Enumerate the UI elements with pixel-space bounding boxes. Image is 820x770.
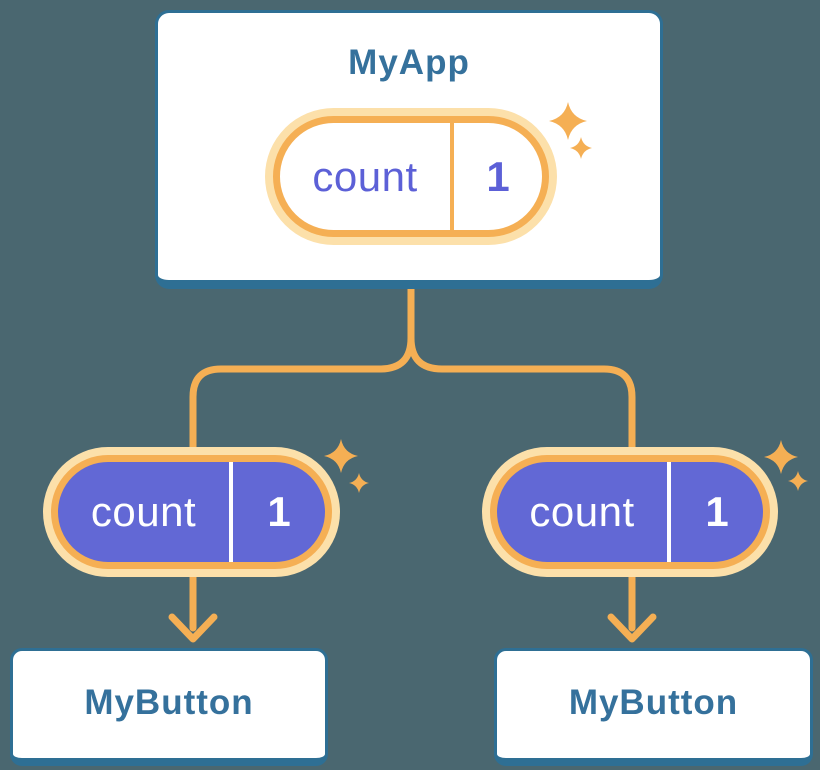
sparkle-icon <box>324 439 358 473</box>
component-title: MyApp <box>348 43 470 82</box>
state-value: 1 <box>667 462 763 562</box>
arrow-right-head <box>607 613 657 643</box>
connector-stem-left-branch <box>189 281 415 464</box>
state-pill-child-right: count 1 <box>482 447 778 577</box>
state-pill-body: count 1 <box>490 455 770 569</box>
state-pill-child-left: count 1 <box>43 447 340 577</box>
state-name: count <box>529 488 635 535</box>
connector-right-branch <box>407 334 636 464</box>
component-card-child-left: MyButton <box>10 648 328 766</box>
component-card-child-right: MyButton <box>494 648 813 766</box>
state-name: count <box>312 152 418 200</box>
state-value: 1 <box>450 123 542 230</box>
arrow-left-head <box>168 613 218 643</box>
component-title: MyButton <box>568 683 739 722</box>
state-pill-root: count 1 <box>265 108 557 245</box>
component-title: MyButton <box>84 683 254 722</box>
sparkle-icon <box>349 473 369 493</box>
state-pill-body: count 1 <box>273 116 549 237</box>
sparkle-icon <box>764 440 798 474</box>
state-name: count <box>90 488 197 535</box>
state-value: 1 <box>229 462 325 562</box>
sparkle-icon <box>788 471 808 491</box>
state-pill-body: count 1 <box>51 455 332 569</box>
